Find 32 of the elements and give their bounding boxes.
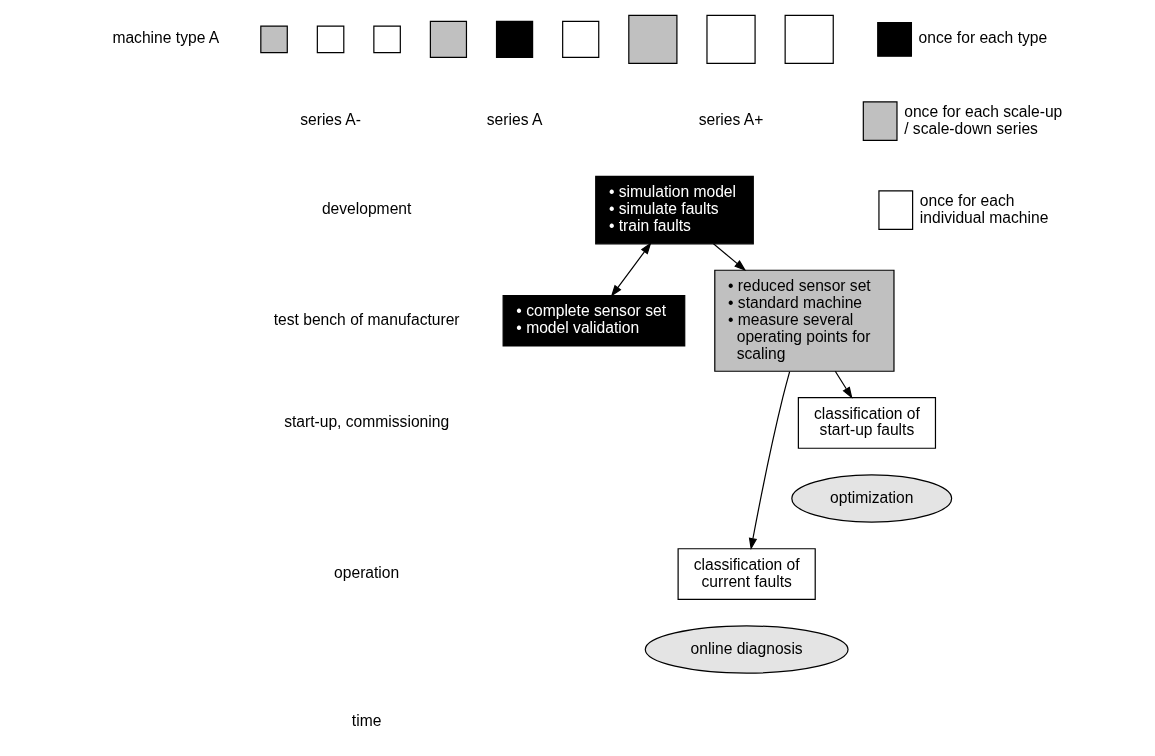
node-box: • reduced sensor set • standard machine • measure several operating points for scaling xyxy=(713,269,895,372)
node-box xyxy=(561,20,599,58)
label: development xyxy=(321,200,411,218)
label: operation xyxy=(333,564,399,582)
node-box xyxy=(627,14,677,64)
arrow xyxy=(748,370,790,551)
node-box: classification of start-up faults xyxy=(797,397,936,449)
node-box xyxy=(784,14,834,64)
label: time xyxy=(351,711,381,729)
legend-label: once for each scale-up / scale-down series xyxy=(903,102,1062,137)
label: start-up, commissioning xyxy=(283,413,449,431)
node-box xyxy=(495,20,533,58)
label: series A+ xyxy=(698,111,763,129)
node-ellipse: online diagnosis xyxy=(644,625,849,674)
legend-label: once for each individual machine xyxy=(919,191,1048,226)
node-box xyxy=(429,20,467,58)
arrow xyxy=(712,243,746,272)
node-box: classification of current faults xyxy=(677,548,816,600)
label: series A xyxy=(486,111,542,129)
legend-label: once for each type xyxy=(918,29,1047,47)
node-box xyxy=(372,25,401,54)
arrow xyxy=(834,370,853,399)
node-box xyxy=(316,25,344,54)
node-box xyxy=(259,25,288,54)
node-box xyxy=(705,14,756,64)
node-box: • simulation model • simulate faults • train faults xyxy=(594,175,754,245)
node-ellipse: optimization xyxy=(790,474,952,523)
label: series A- xyxy=(299,111,361,129)
arrow xyxy=(610,242,651,297)
label: machine type A xyxy=(111,29,219,47)
node-box: • complete sensor set • model validation xyxy=(502,294,685,347)
label: test bench of manufacturer xyxy=(273,310,460,328)
